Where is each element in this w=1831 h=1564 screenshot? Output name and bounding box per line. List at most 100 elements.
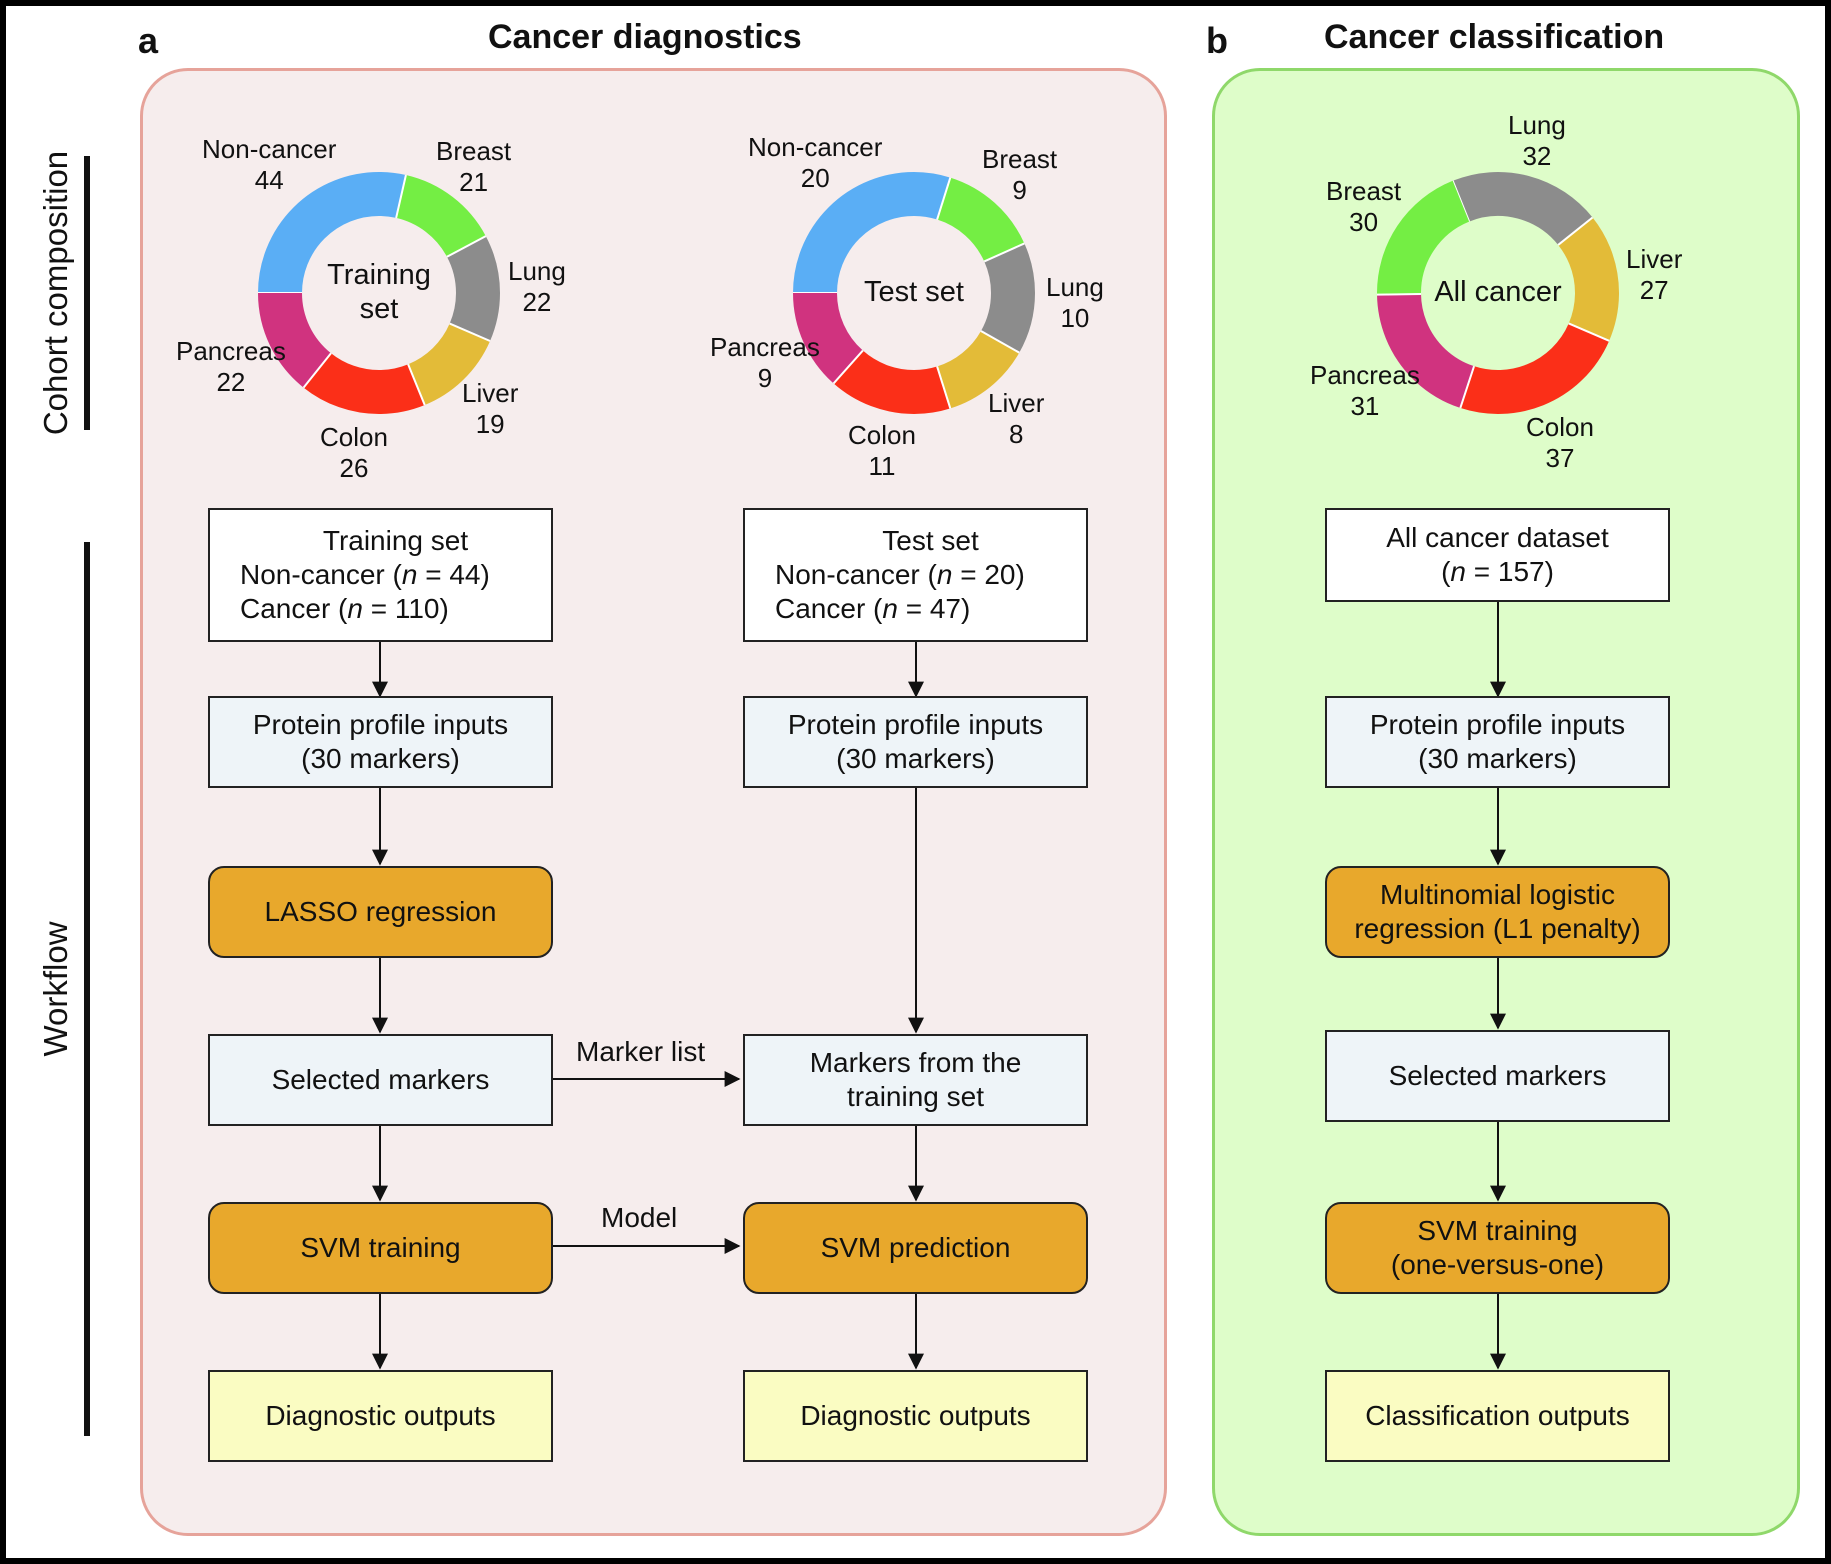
test-label-breast: Breast 9 [982, 144, 1057, 206]
training-label-breast: Breast 21 [436, 136, 511, 198]
test-donut-separator-4 [936, 366, 952, 409]
panel-b-label: b [1206, 20, 1228, 61]
training-cancer-n: n [347, 593, 363, 624]
training-protein-profile-box: Protein profile inputs (30 markers) [208, 696, 553, 788]
training-set-input-box: Training set Non-cancer (n = 44) Cancer … [208, 508, 553, 642]
training-donut-separator-5 [302, 352, 332, 389]
training-noncancer-suffix: = 44) [417, 559, 490, 590]
allcancer-donut-segment-colon [1377, 172, 1619, 414]
svm-prediction-label: SVM prediction [820, 1232, 1011, 1263]
allcancer-donut-segment-liver [1377, 172, 1619, 414]
flow-arrows [372, 602, 1506, 1370]
allcancer-donut-segment-pancreas [1377, 172, 1619, 414]
test-label-noncancer-name: Non-cancer [748, 132, 883, 162]
training-selected-label: Selected markers [271, 1064, 490, 1095]
svm-ovo-line2: (one-versus-one) [1390, 1249, 1605, 1280]
training-donut-segment-colon [258, 172, 500, 414]
svm-training-box: SVM training [208, 1202, 553, 1294]
multinomial-line2: regression (L1 penalty) [1354, 913, 1641, 944]
training-donut-center-line1: Training [327, 259, 431, 291]
test-label-lung-name: Lung [1046, 272, 1104, 302]
allcancer-input-line1: All cancer dataset [1386, 522, 1609, 553]
test-label-liver-name: Liver [988, 388, 1045, 418]
allcancer-label-colon-value: 37 [1545, 443, 1575, 473]
test-label-noncancer-value: 20 [800, 163, 830, 193]
allcancer-protein-profile-box: Protein profile inputs (30 markers) [1325, 696, 1670, 788]
training-selected-markers-box: Selected markers [208, 1034, 553, 1126]
training-donut-center-line2: set [359, 293, 399, 325]
training-label-lung-value: 22 [522, 287, 552, 317]
test-diagnostic-outputs-box: Diagnostic outputs [743, 1370, 1088, 1462]
allcancer-label-liver: Liver 27 [1626, 244, 1682, 306]
allcancer-donut-separator-3 [1459, 365, 1475, 409]
test-label-lung-value: 10 [1060, 303, 1090, 333]
test-label-pancreas-value: 9 [757, 363, 773, 393]
training-donut-separator-2 [446, 235, 487, 258]
training-label-noncancer-value: 44 [254, 165, 284, 195]
allcancer-input-prefix: ( [1441, 556, 1451, 587]
training-output-label: Diagnostic outputs [265, 1400, 496, 1431]
svm-prediction-box: SVM prediction [743, 1202, 1088, 1294]
multinomial-line1: Multinomial logistic [1380, 879, 1615, 910]
allcancer-label-lung: Lung 32 [1508, 110, 1566, 172]
training-label-colon-value: 26 [339, 453, 369, 483]
test-label-breast-name: Breast [982, 144, 1058, 174]
test-output-label: Diagnostic outputs [800, 1400, 1031, 1431]
test-donut-segment-lung [793, 172, 1035, 414]
training-label-lung-name: Lung [508, 256, 566, 286]
test-label-colon-value: 11 [868, 451, 896, 481]
test-label-noncancer: Non-cancer 20 [748, 132, 882, 194]
training-diagnostic-outputs-box: Diagnostic outputs [208, 1370, 553, 1462]
test-label-pancreas-name: Pancreas [710, 332, 820, 362]
allcancer-label-lung-value: 32 [1522, 141, 1552, 171]
test-label-liver: Liver 8 [988, 388, 1044, 450]
test-profile-line2: (30 markers) [836, 743, 995, 774]
allcancer-label-colon-name: Colon [1526, 412, 1594, 442]
donut-charts [258, 172, 1619, 414]
allcancer-label-pancreas-name: Pancreas [1310, 360, 1420, 390]
training-noncancer-n: n [401, 559, 418, 590]
test-donut-separator-1 [936, 177, 952, 220]
allcancer-selected-label: Selected markers [1388, 1060, 1607, 1091]
training-donut-segment-pancreas [258, 172, 500, 414]
training-label-pancreas-name: Pancreas [176, 336, 286, 366]
markers-line2: training set [847, 1081, 984, 1112]
svm-ovo-training-box: SVM training (one-versus-one) [1325, 1202, 1670, 1294]
training-label-breast-name: Breast [436, 136, 512, 166]
training-label-breast-value: 21 [459, 167, 489, 197]
allcancer-input-line2: (n = 157) [1441, 555, 1554, 589]
test-cancer-prefix: Cancer ( [775, 593, 883, 624]
test-donut-center-line1: Test set [864, 276, 964, 308]
training-label-liver: Liver 19 [462, 378, 518, 440]
test-donut-segment-colon [793, 172, 1035, 414]
multinomial-logistic-box: Multinomial logistic regression (L1 pena… [1325, 866, 1670, 958]
cohort-bracket-line [84, 156, 90, 430]
test-donut-separator-5 [832, 349, 864, 385]
allcancer-label-liver-name: Liver [1626, 244, 1683, 274]
allcancer-donut-center: All cancer [1434, 275, 1561, 309]
test-label-colon-name: Colon [848, 420, 916, 450]
training-label-lung: Lung 22 [508, 256, 566, 318]
classification-outputs-box: Classification outputs [1325, 1370, 1670, 1462]
allcancer-profile-line2: (30 markers) [1418, 743, 1577, 774]
training-cancer-suffix: = 110) [362, 593, 449, 624]
marker-list-label: Marker list [576, 1036, 706, 1067]
test-cancer-suffix: = 47) [897, 593, 971, 624]
test-protein-profile-box: Protein profile inputs (30 markers) [743, 696, 1088, 788]
training-donut-separator-3 [449, 322, 491, 342]
test-donut-segment-pancreas [793, 172, 1035, 414]
training-label-liver-value: 19 [475, 409, 505, 439]
test-donut-separator-2 [983, 242, 1025, 263]
allcancer-label-breast-name: Breast [1326, 176, 1402, 206]
allcancer-donut-separator-1 [1557, 216, 1594, 246]
figure-stage: a Cancer diagnostics b Cancer classifica… [6, 6, 1825, 1558]
test-input-noncancer: Non-cancer (n = 20) [775, 558, 1025, 592]
training-input-cancer: Cancer (n = 110) [240, 592, 449, 626]
training-profile-line2: (30 markers) [301, 743, 460, 774]
training-label-pancreas-value: 22 [216, 367, 246, 397]
model-label: Model [601, 1202, 678, 1233]
allcancer-donut-center-line1: All cancer [1434, 276, 1562, 308]
training-noncancer-prefix: Non-cancer ( [240, 559, 402, 590]
test-donut-center: Test set [864, 275, 964, 309]
